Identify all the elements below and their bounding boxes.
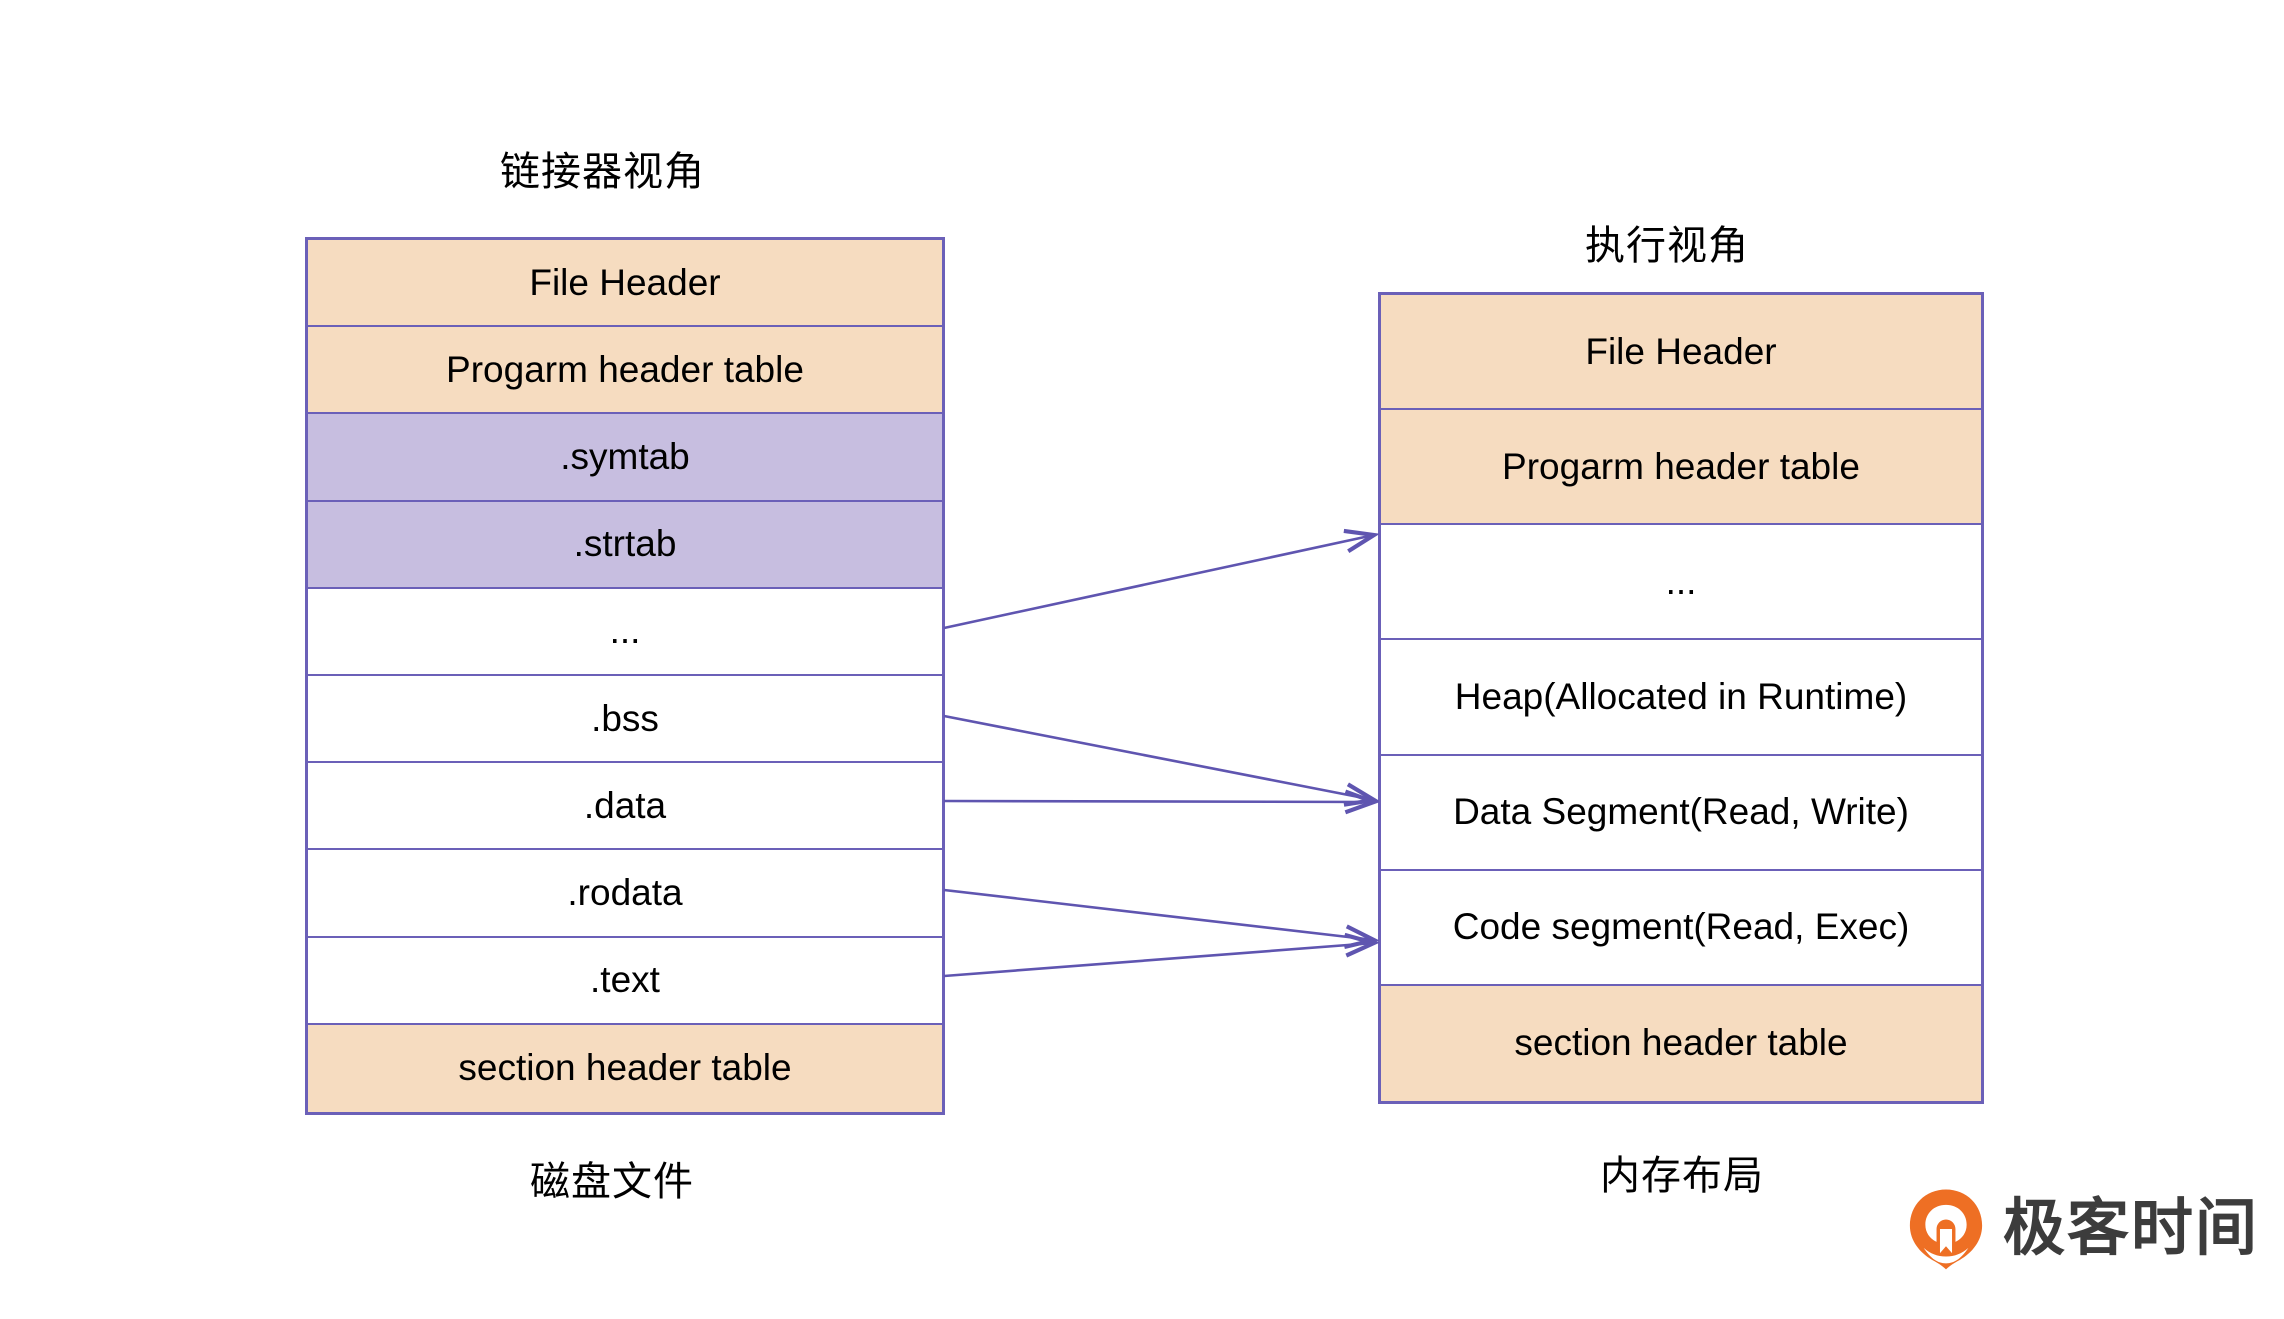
- geektime-mark-icon: [1909, 1189, 1983, 1270]
- row-label: .symtab: [560, 436, 690, 477]
- arrow-dots-to-dots: [943, 535, 1374, 630]
- table-row: Progarm header table: [308, 327, 942, 415]
- table-row: .text: [308, 937, 942, 1025]
- row-label: ...: [609, 610, 641, 652]
- table-row: .strtab: [308, 501, 942, 589]
- row-label: ...: [1665, 560, 1697, 602]
- row-label: .text: [590, 959, 660, 1001]
- exec-view-title: 执行视角: [1585, 224, 1749, 268]
- table-row: .data: [308, 763, 942, 851]
- table-row: section header table: [308, 1024, 942, 1113]
- table-row: File Header: [1381, 295, 1981, 411]
- geektime-logo: 极客时间: [1903, 1186, 2259, 1272]
- row-label: section header table: [1514, 1022, 1848, 1064]
- row-label: Data Segment(Read, Write): [1453, 791, 1909, 833]
- row-label: Progarm header table: [1502, 445, 1860, 487]
- table-row: Heap(Allocated in Runtime): [1381, 640, 1981, 756]
- row-label: .strtab: [573, 523, 677, 565]
- table-row: Code segment(Read, Exec): [1381, 870, 1981, 986]
- row-label: .bss: [591, 697, 659, 739]
- arrow-text-to-code-segment: [943, 943, 1374, 978]
- table-row: section header table: [1381, 985, 1981, 1101]
- table-row: Progarm header table: [1381, 410, 1981, 526]
- row-label: section header table: [458, 1047, 792, 1089]
- row-label: File Header: [1585, 330, 1777, 372]
- table-row: File Header: [308, 240, 942, 328]
- table-row: .bss: [308, 676, 942, 764]
- row-label: Progarm header table: [446, 348, 804, 390]
- arrow-bss-to-data-segment: [943, 714, 1374, 800]
- arrow-rodata-to-code-segment: [943, 888, 1374, 940]
- table-row: ...: [1381, 525, 1981, 641]
- linker-view-title: 链接器视角: [500, 150, 705, 194]
- table-row: ...: [308, 588, 942, 677]
- geektime-wordmark: 极客时间: [2003, 1194, 2260, 1263]
- table-row: Data Segment(Read, Write): [1381, 755, 1981, 871]
- row-label: Code segment(Read, Exec): [1452, 906, 1910, 948]
- memory-layout-label: 内存布局: [1600, 1154, 1764, 1198]
- row-label: .rodata: [567, 872, 683, 914]
- arrow-data-to-data-segment: [943, 801, 1374, 802]
- table-row: .symtab: [308, 414, 942, 502]
- row-label: .data: [583, 784, 667, 826]
- disk-file-label: 磁盘文件: [530, 1160, 694, 1204]
- row-label: File Header: [529, 261, 721, 303]
- table-row: .rodata: [308, 850, 942, 938]
- row-label: Heap(Allocated in Runtime): [1454, 675, 1908, 717]
